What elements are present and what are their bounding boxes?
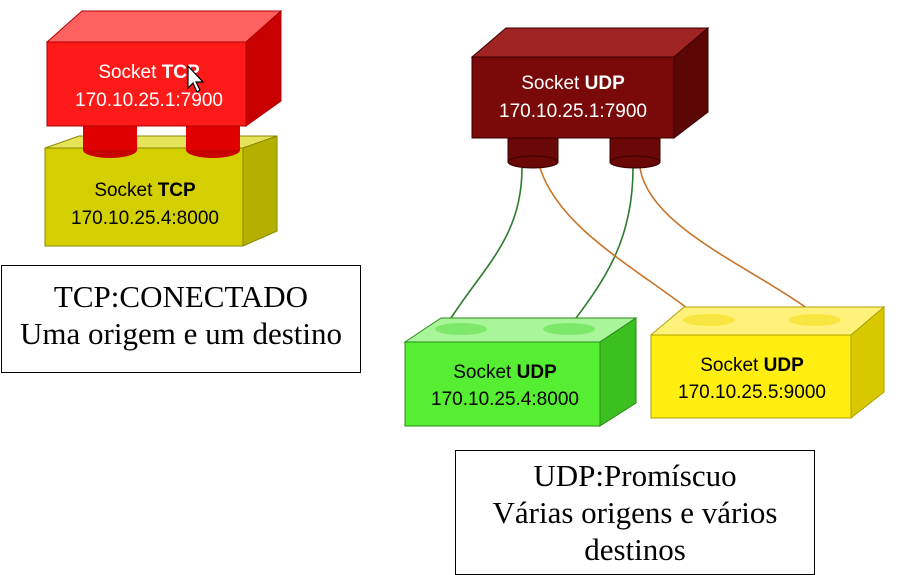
- udp-caption-subtitle-line2: destinos: [584, 532, 686, 568]
- udp-server-label: Socket UDP: [521, 73, 625, 94]
- tcp-caption-box: TCP:CONECTADO Uma origem e um destino: [1, 265, 361, 373]
- udp-server-address: 170.10.25.1:7900: [499, 101, 647, 122]
- tcp-client-prefix: Socket: [94, 180, 157, 201]
- udp-server-block: [470, 26, 710, 140]
- udp-server-protocol: UDP: [585, 73, 625, 94]
- udp-client-b-label: Socket UDP: [700, 355, 804, 376]
- udp-caption-title: UDP:Promíscuo: [533, 458, 737, 493]
- udp-client-a-address: 170.10.25.4:8000: [431, 389, 579, 410]
- wire-green-2: [569, 167, 634, 327]
- tcp-server-address: 170.10.25.1:7900: [75, 90, 223, 111]
- udp-client-b-protocol: UDP: [764, 355, 804, 376]
- wire-orange-2: [639, 167, 821, 319]
- udp-caption-subtitle-line1: Várias origens e vários: [492, 495, 778, 531]
- udp-server-pegs: [507, 137, 661, 169]
- tcp-caption-title: TCP:CONECTADO: [53, 279, 309, 314]
- tcp-server-label: Socket TCP: [98, 62, 200, 83]
- udp-client-a-label: Socket UDP: [453, 362, 557, 383]
- mouse-pointer-icon: [187, 64, 205, 93]
- udp-caption-box: UDP:Promíscuo Várias origens e vários de…: [455, 450, 815, 575]
- wire-orange-1: [539, 167, 701, 319]
- tcp-connector-pegs: [83, 122, 240, 158]
- tcp-caption-subtitle: Uma origem e um destino: [20, 316, 342, 352]
- udp-client-a-prefix: Socket: [453, 362, 516, 383]
- tcp-client-protocol: TCP: [158, 180, 196, 201]
- tcp-server-prefix: Socket: [98, 62, 161, 83]
- tcp-client-label: Socket TCP: [94, 180, 196, 201]
- wire-green-1: [445, 167, 523, 327]
- udp-client-a-block: [403, 317, 638, 427]
- udp-client-b-address: 170.10.25.5:9000: [678, 382, 826, 403]
- udp-wires: [445, 167, 821, 327]
- udp-server-prefix: Socket: [521, 73, 584, 94]
- udp-client-b-prefix: Socket: [700, 355, 763, 376]
- udp-client-a-protocol: UDP: [517, 362, 557, 383]
- udp-client-b-block: [649, 305, 886, 420]
- tcp-server-block: [45, 9, 283, 127]
- tcp-client-address: 170.10.25.4:8000: [71, 208, 219, 229]
